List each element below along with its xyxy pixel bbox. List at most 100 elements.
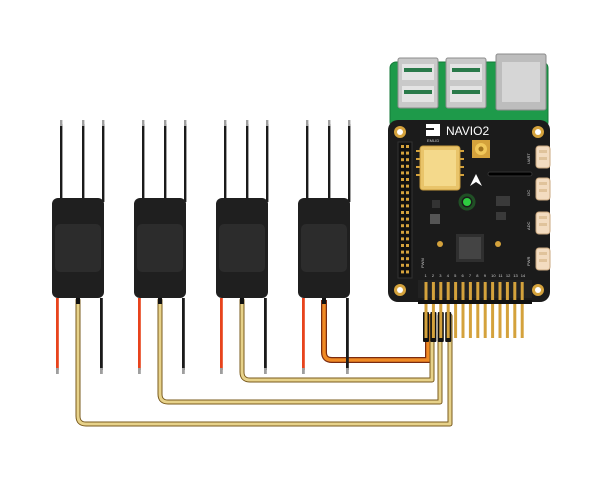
pin-number: 9	[484, 273, 487, 278]
wire-tip	[164, 120, 167, 126]
header-pin	[401, 250, 404, 254]
pwm-pin	[491, 282, 495, 338]
signal-lead	[158, 298, 162, 304]
esc-window	[219, 224, 265, 272]
battery-wire-red	[302, 298, 305, 370]
signal-wire	[76, 298, 452, 426]
header-pin	[406, 184, 409, 188]
pin-number: 1	[425, 273, 428, 278]
wire-tip	[82, 120, 85, 126]
pin-number: 7	[469, 273, 472, 278]
connector-pin	[539, 259, 547, 262]
signal-wire-outline	[239, 297, 435, 383]
header-pin	[401, 257, 404, 261]
header-pin	[406, 230, 409, 234]
battery-wire-black	[264, 298, 267, 370]
motor-wire	[224, 124, 227, 202]
pin-number: 12	[506, 273, 511, 278]
esc-unit	[298, 120, 351, 374]
side-label: PWR	[526, 257, 531, 266]
esc-unit	[134, 120, 187, 374]
connector-pin	[539, 150, 547, 153]
pin-number: 2	[432, 273, 435, 278]
motor-wire	[184, 124, 187, 202]
logo-text: EMLID	[427, 138, 439, 143]
mcu-chip	[456, 234, 484, 262]
pin-number: 10	[491, 273, 496, 278]
esc-unit	[216, 120, 269, 374]
pwm-pin	[454, 282, 458, 338]
signal-wire-outline	[157, 297, 443, 405]
pin-number: 13	[513, 273, 518, 278]
header-pin	[406, 270, 409, 274]
signal-lead	[76, 298, 80, 304]
motor-wire	[60, 124, 63, 202]
wire-tip	[102, 120, 105, 126]
battery-wire-red	[138, 298, 141, 370]
wire-tip	[246, 120, 249, 126]
esc-window	[55, 224, 101, 272]
power-wire-outline	[321, 300, 431, 363]
wire-tip	[142, 120, 145, 126]
pwm-pin	[505, 282, 509, 338]
header-pin	[406, 224, 409, 228]
header-pin	[406, 217, 409, 221]
wire-tip	[348, 120, 351, 126]
pwm-pin	[461, 282, 465, 338]
header-pin	[406, 237, 409, 241]
motor-wire	[348, 124, 351, 202]
power-wire	[322, 300, 430, 362]
connector-pin	[539, 252, 547, 255]
header-pin	[406, 204, 409, 208]
battery-wire-black	[182, 298, 185, 370]
header-pin	[406, 158, 409, 162]
pwm-header-bar	[418, 300, 532, 304]
header-pin	[401, 230, 404, 234]
connector-pin	[539, 182, 547, 185]
wire-tip	[182, 368, 185, 374]
wire-tip	[346, 368, 349, 374]
header-pin	[406, 164, 409, 168]
pwm-pin	[446, 282, 450, 338]
header-pin	[406, 244, 409, 247]
pin-number: 3	[439, 273, 442, 278]
header-pin	[401, 184, 404, 188]
header-pin	[406, 197, 409, 201]
usb-port-2	[445, 57, 487, 109]
header-pin	[406, 211, 409, 214]
header-pin	[406, 257, 409, 261]
board-title: NAVIO2	[446, 124, 489, 138]
side-label: ADC	[526, 221, 531, 230]
side-label: I2C	[526, 190, 531, 196]
header-pin	[401, 217, 404, 221]
ethernet-port	[495, 53, 547, 111]
pwm-pin	[498, 282, 502, 338]
side-connectors: UART I2C ADC PWR	[526, 145, 551, 271]
pwm-pin	[468, 282, 472, 338]
connector-slot	[487, 171, 533, 177]
pwm-pin	[520, 282, 524, 338]
wire-tip	[328, 120, 331, 126]
pin-number: 8	[476, 273, 479, 278]
motor-wire	[102, 124, 105, 202]
header-pin	[406, 191, 409, 195]
wire-tip	[100, 368, 103, 374]
pin-number: 5	[454, 273, 457, 278]
header-pin	[406, 171, 409, 175]
battery-wire-red	[220, 298, 223, 370]
header-pin	[401, 263, 404, 267]
gps-module	[416, 145, 464, 191]
motor-wire	[246, 124, 249, 202]
signal-lead	[322, 298, 326, 304]
mounting-holes	[394, 126, 544, 296]
wire-tip	[138, 368, 141, 374]
pin-number: 4	[447, 273, 450, 278]
header-pin	[401, 204, 404, 208]
wire-tip	[266, 120, 269, 126]
side-label: UART	[526, 153, 531, 164]
wire-tip	[302, 368, 305, 374]
battery-wire-red	[56, 298, 59, 370]
motor-wire	[328, 124, 331, 202]
header-pin	[401, 270, 404, 274]
